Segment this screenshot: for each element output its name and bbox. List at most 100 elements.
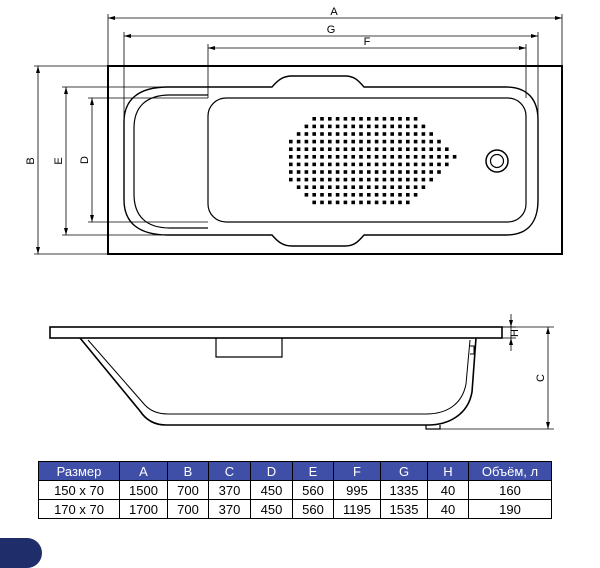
anti-slip-dot (390, 162, 394, 167)
anti-slip-dot (374, 162, 379, 167)
anti-slip-dot (406, 185, 410, 189)
anti-slip-dot (421, 170, 426, 174)
anti-slip-dot (421, 185, 426, 189)
anti-slip-dot (382, 162, 387, 167)
anti-slip-dot (312, 117, 316, 121)
anti-slip-dot (312, 147, 316, 151)
anti-slip-dot (289, 139, 293, 144)
anti-slip-dot (320, 162, 324, 167)
anti-slip-dot (413, 147, 418, 151)
cell: 700 (167, 480, 209, 500)
anti-slip-dot (374, 170, 379, 174)
anti-slip-dot (382, 200, 387, 205)
anti-slip-dot (382, 155, 387, 159)
anti-slip-dot (421, 147, 426, 151)
bathtub-drawing: A G F B E D H C (25, 6, 563, 430)
anti-slip-dot (343, 193, 348, 197)
anti-slip-dot (351, 117, 355, 121)
cell: 1335 (380, 480, 428, 500)
anti-slip-dot (429, 132, 433, 136)
anti-slip-dot (328, 117, 332, 121)
anti-slip-dot (304, 162, 309, 167)
anti-slip-dot (335, 193, 340, 197)
anti-slip-dot (328, 185, 332, 189)
anti-slip-dot (374, 132, 379, 136)
anti-slip-dot (413, 124, 418, 129)
anti-slip-dot (390, 147, 394, 151)
anti-slip-dot (359, 147, 363, 151)
anti-slip-dot (351, 177, 355, 182)
anti-slip-dot (374, 193, 379, 197)
header-size: Размер (38, 461, 120, 481)
side-body-outer (79, 337, 477, 426)
anti-slip-dot (359, 162, 363, 167)
anti-slip-dot (429, 177, 433, 182)
header-a: A (119, 461, 168, 481)
anti-slip-dot (335, 139, 340, 144)
anti-slip-dot (445, 147, 449, 151)
anti-slip-dot (429, 170, 433, 174)
anti-slip-dot (374, 147, 379, 151)
anti-slip-dot (406, 139, 410, 144)
anti-slip-dot (343, 132, 348, 136)
anti-slip-dot (398, 124, 402, 129)
anti-slip-dot (398, 162, 402, 167)
anti-slip-dot (304, 185, 309, 189)
anti-slip-dot (312, 132, 316, 136)
anti-slip-dot (413, 155, 418, 159)
dim-label-h: H (509, 329, 521, 337)
anti-slip-dot (398, 155, 402, 159)
cell: 450 (250, 499, 293, 519)
anti-slip-dot (390, 185, 394, 189)
anti-slip-dot (382, 139, 387, 144)
inner-bottom (207, 97, 527, 223)
anti-slip-dot (406, 193, 410, 197)
header-c: C (208, 461, 251, 481)
anti-slip-dot (289, 177, 293, 182)
anti-slip-dot (304, 124, 309, 129)
anti-slip-dot (437, 162, 441, 167)
anti-slip-dot (320, 117, 324, 121)
anti-slip-dot (367, 170, 371, 174)
anti-slip-dot (320, 147, 324, 151)
anti-slip-dot (390, 155, 394, 159)
anti-slip-dot (320, 177, 324, 182)
table-header-row: Размер A B C D E F G H Объём, л (38, 461, 552, 481)
anti-slip-dot (398, 185, 402, 189)
anti-slip-dot (359, 177, 363, 182)
anti-slip-dot (413, 185, 418, 189)
anti-slip-dot (437, 155, 441, 159)
anti-slip-dot (429, 147, 433, 151)
anti-slip-dot (296, 177, 301, 182)
anti-slip-dot (320, 132, 324, 136)
anti-slip-dot (328, 124, 332, 129)
drain-outer (485, 149, 509, 173)
cell: 150 x 70 (38, 480, 120, 500)
anti-slip-dot (320, 155, 324, 159)
anti-slip-dot (429, 155, 433, 159)
anti-slip-dot (390, 177, 394, 182)
anti-slip-dot (289, 170, 293, 174)
anti-slip-dot (367, 147, 371, 151)
anti-slip-dot (335, 147, 340, 151)
anti-slip-dot (429, 162, 433, 167)
anti-slip-dot (296, 155, 301, 159)
anti-slip-dot (390, 200, 394, 205)
anti-slip-dot (413, 177, 418, 182)
anti-slip-dot (296, 147, 301, 151)
anti-slip-dot (351, 132, 355, 136)
anti-slip-dot (359, 193, 363, 197)
anti-slip-dot (406, 132, 410, 136)
anti-slip-dot (406, 147, 410, 151)
anti-slip-dot (359, 200, 363, 205)
anti-slip-dot (312, 139, 316, 144)
anti-slip-dot (398, 117, 402, 121)
anti-slip-dot (374, 200, 379, 205)
side-fitting (470, 345, 475, 355)
anti-slip-dot (343, 124, 348, 129)
anti-slip-dot (351, 147, 355, 151)
anti-slip-dot (351, 162, 355, 167)
anti-slip-dot (421, 162, 426, 167)
cell: 1535 (380, 499, 428, 519)
dim-label-d: D (79, 156, 91, 164)
